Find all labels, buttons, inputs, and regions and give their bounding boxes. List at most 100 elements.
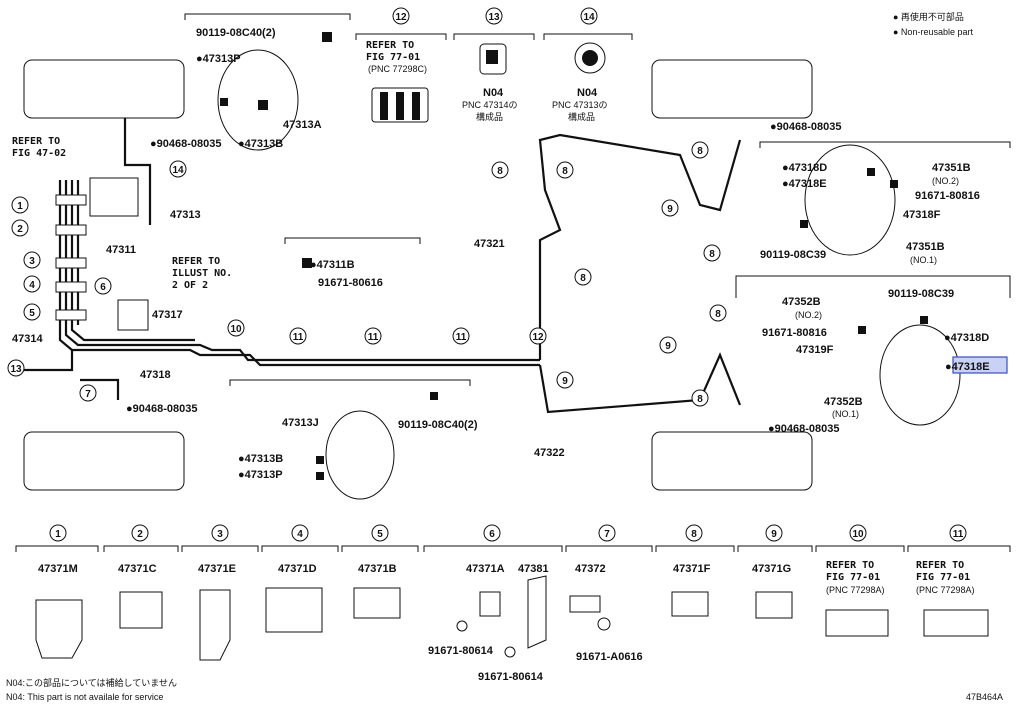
svg-text:1: 1 xyxy=(17,201,23,212)
wheel-outlines xyxy=(23,59,813,491)
n04-14: N04 xyxy=(577,87,598,99)
label-47351B-2: 47351B xyxy=(906,241,945,253)
part-91671-80614-b: 91671-80614 xyxy=(478,671,544,683)
svg-text:7: 7 xyxy=(604,529,610,540)
svg-text:7: 7 xyxy=(85,389,91,400)
callout-8-b: 8 xyxy=(556,161,574,179)
refer-10-line1: REFER TO xyxy=(826,560,874,571)
svg-text:14: 14 xyxy=(583,12,595,23)
svg-text:13: 13 xyxy=(488,12,500,23)
part-47381: 47381 xyxy=(518,563,549,575)
callout-9-a: 9 xyxy=(661,199,679,217)
svg-text:8: 8 xyxy=(715,309,721,320)
label-90119-top: 90119-08C40(2) xyxy=(196,27,276,39)
callout-5: 5 xyxy=(23,303,41,321)
svg-text:11: 11 xyxy=(368,332,379,343)
part-47371D: 47371D xyxy=(278,563,317,575)
figure-code: 47B464A xyxy=(966,692,1003,702)
refer-4702-line1: REFER TO xyxy=(12,136,60,147)
pnc-14-line2: 構成品 xyxy=(568,111,595,122)
svg-text:4: 4 xyxy=(29,280,35,291)
label-47352B-2: 47352B xyxy=(824,396,863,408)
label-47311B: ●47311B xyxy=(310,259,355,271)
refer-10-line3: (PNC 77298A) xyxy=(826,585,885,595)
callout-14-left: 14 xyxy=(169,160,187,178)
callout-11-c: 11 xyxy=(452,327,470,345)
refer-11-line1: REFER TO xyxy=(916,560,964,571)
svg-text:1: 1 xyxy=(55,529,61,540)
refer-illust-line3: 2 OF 2 xyxy=(172,280,208,291)
svg-text:8: 8 xyxy=(697,146,703,157)
part-47372: 47372 xyxy=(575,563,606,575)
bottom-brackets xyxy=(15,545,1011,552)
footer-note-en: N04: This part is not availale for servi… xyxy=(6,692,163,702)
svg-text:9: 9 xyxy=(665,341,671,352)
callout-13-top: 13 xyxy=(485,7,503,25)
callout-8-a: 8 xyxy=(491,161,509,179)
label-47313B-top: ●47313B xyxy=(238,138,283,150)
grommet-14-top-icon xyxy=(574,42,606,74)
label-90468-bl: ●90468-08035 xyxy=(126,403,197,415)
svg-text:11: 11 xyxy=(456,332,467,343)
label-47313P-top: ●47313P xyxy=(196,53,241,65)
refer-illust-line2: ILLUST NO. xyxy=(172,268,232,279)
svg-text:8: 8 xyxy=(580,273,586,284)
part-47371F: 47371F xyxy=(673,563,711,575)
small-fittings xyxy=(220,32,928,480)
callout-14-top: 14 xyxy=(580,7,598,25)
svg-text:8: 8 xyxy=(497,166,503,177)
label-47352B-1-note: (NO.2) xyxy=(795,310,822,320)
callout-9-c: 9 xyxy=(659,336,677,354)
detail-circles xyxy=(217,49,961,500)
callout-6: 6 xyxy=(94,277,112,295)
label-47317: 47317 xyxy=(152,309,183,321)
svg-text:8: 8 xyxy=(709,249,715,260)
label-91671-r2: 91671-80816 xyxy=(762,327,827,339)
refer-11-line3: (PNC 77298A) xyxy=(916,585,975,595)
legend-nonreusable-en: ● Non-reusable part xyxy=(893,27,973,37)
footer-note-ja: N04:この部品については補給していません xyxy=(6,677,177,688)
label-47322: 47322 xyxy=(534,447,565,459)
svg-text:6: 6 xyxy=(100,282,106,293)
callout-3: 3 xyxy=(23,251,41,269)
brake-tubes xyxy=(20,118,742,414)
label-47318E-r1: ●47318E xyxy=(782,178,827,190)
label-47311: 47311 xyxy=(106,244,136,256)
part-47371G: 47371G xyxy=(752,563,791,575)
callout-8-e: 8 xyxy=(703,244,721,262)
svg-text:3: 3 xyxy=(217,529,223,540)
svg-text:5: 5 xyxy=(377,529,383,540)
svg-text:9: 9 xyxy=(667,204,673,215)
part-91671-80614-a: 91671-80614 xyxy=(428,645,494,657)
callout-8-d: 8 xyxy=(691,141,709,159)
clamp-12-top-icon xyxy=(371,87,429,123)
label-47314: 47314 xyxy=(12,333,43,345)
part-47371A: 47371A xyxy=(466,563,505,575)
svg-text:5: 5 xyxy=(29,308,35,319)
svg-text:2: 2 xyxy=(17,224,23,235)
label-47318E-r2[interactable]: ●47318E xyxy=(945,361,990,373)
label-47318F-r1: 47318F xyxy=(903,209,941,221)
svg-text:10: 10 xyxy=(230,324,242,335)
highlight-47318E xyxy=(952,356,1008,374)
refer-12-line3: (PNC 77298C) xyxy=(368,64,427,74)
n04-13: N04 xyxy=(483,87,504,99)
part-47371E: 47371E xyxy=(198,563,236,575)
label-90468-tl: ●90468-08035 xyxy=(150,138,221,150)
callout-12-top: 12 xyxy=(392,7,410,25)
label-47351B-1: 47351B xyxy=(932,162,971,174)
svg-text:13: 13 xyxy=(10,364,22,375)
callout-10-mid: 10 xyxy=(227,319,245,337)
label-47313A: 47313A xyxy=(283,119,322,131)
label-47313B-bot: ●47313B xyxy=(238,453,283,465)
part-47371C: 47371C xyxy=(118,563,157,575)
label-47313: 47313 xyxy=(170,209,201,221)
label-47319F: 47319F xyxy=(796,344,834,356)
bottom-callouts: 1 2 3 4 5 6 7 8 9 10 11 xyxy=(49,524,967,542)
callout-8-f: 8 xyxy=(709,304,727,322)
clip-13-top-icon xyxy=(479,43,507,75)
callout-12-mid: 12 xyxy=(529,327,547,345)
bundle-clamps xyxy=(55,177,149,331)
callout-9-b: 9 xyxy=(556,371,574,389)
